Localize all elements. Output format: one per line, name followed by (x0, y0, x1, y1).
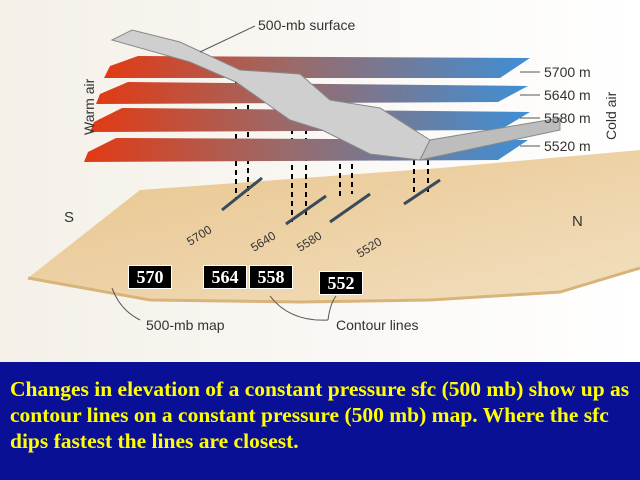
level-label-5580: 5580 m (544, 110, 591, 126)
height-box-564: 564 (203, 265, 247, 289)
diagram-figure: 500-mb surface Warm air Cold air 5700 m … (0, 0, 640, 362)
pressure-surface (110, 29, 561, 161)
band-5700 (104, 56, 530, 78)
level-label-5520: 5520 m (544, 138, 591, 154)
height-box-558: 558 (249, 265, 293, 289)
north-label: N (572, 213, 583, 230)
south-label: S (64, 209, 74, 226)
warm-air-label: Warm air (81, 78, 97, 135)
height-box-552: 552 (319, 271, 363, 295)
leader-lines (111, 25, 540, 321)
caption-text: Changes in elevation of a constant press… (10, 377, 630, 453)
map-plane (28, 150, 640, 302)
caption-panel: Changes in elevation of a constant press… (0, 362, 640, 480)
cold-air-label: Cold air (603, 91, 619, 140)
surface-label: 500-mb surface (258, 17, 355, 33)
level-label-5700: 5700 m (544, 64, 591, 80)
contour-lines-label: Contour lines (336, 317, 419, 333)
map-plane-edge (27, 266, 640, 304)
contour-lines (221, 176, 441, 226)
level-label-5640: 5640 m (544, 87, 591, 103)
map-label: 500-mb map (146, 317, 225, 333)
height-box-570: 570 (128, 265, 172, 289)
